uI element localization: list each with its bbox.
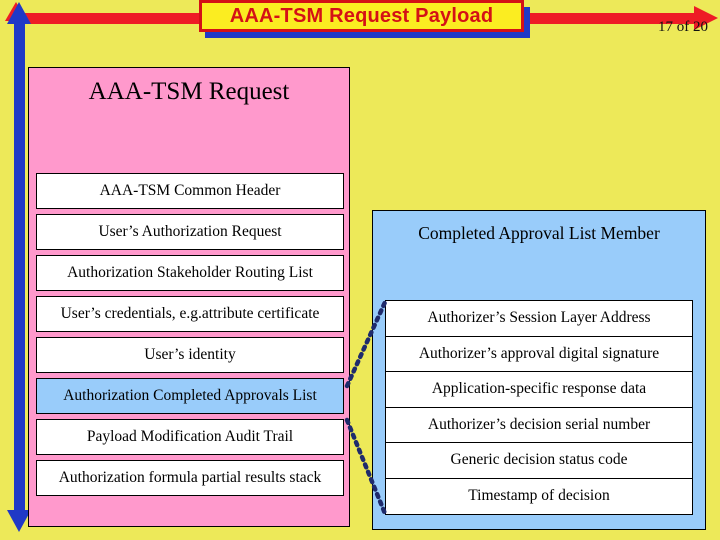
approval-field-row: Generic decision status code <box>386 443 692 479</box>
completed-approval-list-member-panel: Completed Approval List Member Authorize… <box>372 210 706 530</box>
approval-field-row: Application-specific response data <box>386 372 692 408</box>
left-arrow-down-arrowhead-icon <box>7 510 31 532</box>
request-field-row: AAA-TSM Common Header <box>36 173 344 209</box>
request-field-row: User’s Authorization Request <box>36 214 344 250</box>
left-arrow-up-arrowhead-icon <box>7 2 31 24</box>
aaa-tsm-request-panel-title: AAA-TSM Request <box>88 78 290 105</box>
request-field-row: User’s credentials, e.g.attribute certif… <box>36 296 344 332</box>
page-title: AAA-TSM Request Payload <box>229 4 494 27</box>
aaa-tsm-request-field-list: AAA-TSM Common Header User’s Authorizati… <box>36 173 344 501</box>
request-field-row: Payload Modification Audit Trail <box>36 419 344 455</box>
top-arrow-right-arrowhead-icon <box>694 6 718 30</box>
approval-member-field-list: Authorizer’s Session Layer Address Autho… <box>385 300 693 515</box>
approval-field-row: Authorizer’s decision serial number <box>386 407 692 443</box>
approval-field-row: Authorizer’s Session Layer Address <box>386 301 692 337</box>
title-banner: AAA-TSM Request Payload <box>199 0 524 32</box>
left-vertical-arrow-shaft <box>14 18 25 514</box>
page-counter: 17 of 20 <box>658 19 708 35</box>
completed-approval-list-member-panel-title: Completed Approval List Member <box>418 223 660 243</box>
approval-field-row: Authorizer’s approval digital signature <box>386 336 692 372</box>
request-field-row: Authorization Stakeholder Routing List <box>36 255 344 291</box>
request-field-row: Authorization formula partial results st… <box>36 460 344 496</box>
request-field-row-highlighted: Authorization Completed Approvals List <box>36 378 344 414</box>
request-field-row: User’s identity <box>36 337 344 373</box>
approval-field-row: Timestamp of decision <box>386 478 692 514</box>
aaa-tsm-request-panel: AAA-TSM Request AAA-TSM Common Header Us… <box>28 67 350 527</box>
